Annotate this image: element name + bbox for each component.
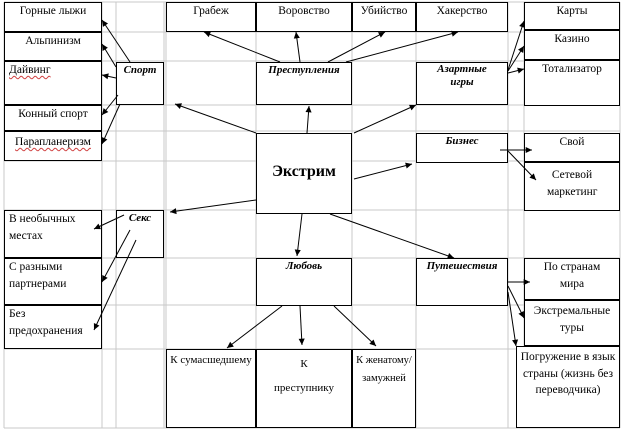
travel-item: По странам мира [524,258,620,300]
sport-item: Конный спорт [4,105,102,131]
love-item: К женатому/ замужней [352,349,416,428]
connector-arrow [353,104,417,134]
category-love-label: Любовь [285,260,323,272]
business-item: Сетевой маркетинг [524,162,620,211]
crime-item-label: Убийство [360,5,408,17]
connector-arrow [101,43,117,68]
connector-arrow [345,30,459,63]
gambling-item-label: Тотализатор [542,63,602,75]
business-item: Свой [524,133,620,162]
love-item: К преступнику [256,349,352,428]
love-item-label: К преступнику [274,358,334,395]
category-gambling-label: Азартные игры [437,63,487,89]
travel-item-label: Экстремальные туры [533,305,611,334]
sex-item: В необычных местах [4,210,102,258]
gambling-item-label: Казино [554,33,590,45]
sex-item-label: В необычных местах [9,213,76,242]
business-item-label: Сетевой маркетинг [547,169,598,198]
sport-item: Дайвинг [4,61,102,105]
connector-arrow [101,94,119,116]
connector-arrow [101,103,121,145]
travel-item-label: Погружение в язык страны (жизнь без пере… [520,351,616,397]
connector-arrow [508,278,530,286]
sport-item: Парапланеризм [4,131,102,161]
sport-item-label: Дайвинг [9,64,51,76]
sport-item-label: Парапланеризм [15,136,91,148]
category-travel: Путешествия [416,258,508,306]
connector-arrow [298,305,305,346]
connector-arrow [93,214,125,230]
sex-item-label: Без предохранения [9,308,83,337]
gambling-item: Казино [524,30,620,60]
love-item: К сумасшедшему [166,349,256,428]
connector-arrow [507,285,525,319]
category-travel-label: Путешествия [426,260,498,272]
sport-item: Горные лыжи [4,2,102,32]
connector-arrow [353,162,413,180]
connector-arrow [226,305,283,349]
crime-item: Воровство [256,2,352,32]
connector-arrow [507,150,537,181]
category-sport: Спорт [116,62,164,105]
category-crime: Преступления [256,62,352,105]
connector-arrow [333,305,377,347]
connector-arrow [294,213,303,257]
connector-arrow [174,103,257,134]
crime-item-label: Грабеж [193,5,229,17]
sport-item-label: Альпинизм [25,35,81,47]
sex-item: С разными партнерами [4,258,102,305]
love-item-label: К сумасшедшему [170,354,252,366]
travel-item: Экстремальные туры [524,300,620,346]
crime-item-label: Воровство [278,5,330,17]
travel-item: Погружение в язык страны (жизнь без пере… [516,346,620,428]
connector-arrow [293,31,301,63]
connector-arrow [203,31,281,63]
gambling-item: Карты [524,2,620,30]
crime-item: Грабеж [166,2,256,32]
category-business-label: Бизнес [445,135,479,147]
connector-arrow [507,20,525,71]
crime-item: Убийство [352,2,416,32]
connector-arrow [305,105,312,134]
gambling-item: Тотализатор [524,60,620,106]
center-node: Экстрим [256,133,352,214]
connector-arrow [101,19,131,63]
connector-arrow [507,45,525,72]
connector-arrow [101,229,131,283]
sex-item: Без предохранения [4,305,102,349]
category-sport-label: Спорт [123,64,157,76]
connector-arrow [93,239,137,331]
gambling-item-label: Карты [556,5,588,17]
connector-arrow [329,213,455,259]
sex-item-label: С разными партнерами [9,261,67,290]
category-business: Бизнес [416,133,508,163]
category-gambling: Азартные игры [416,62,508,105]
connector-arrow [507,291,519,347]
love-item-label: К женатому/ замужней [356,355,412,385]
category-sex-label: Секс [128,212,152,224]
sport-item-label: Горные лыжи [19,5,87,17]
category-love: Любовь [256,258,352,306]
travel-item-label: По странам мира [543,261,601,290]
connector-arrow [169,199,257,215]
crime-item-label: Хакерство [436,5,488,17]
center-label: Экстрим [272,163,336,180]
connector-arrow [507,67,525,74]
sport-item: Альпинизм [4,32,102,61]
connector-arrow [500,146,532,154]
connector-arrow [327,31,386,63]
crime-item: Хакерство [416,2,508,32]
category-crime-label: Преступления [268,64,340,76]
sport-item-label: Конный спорт [18,108,88,120]
business-item-label: Свой [559,136,585,148]
connector-arrow [101,73,117,80]
category-sex: Секс [116,210,164,258]
